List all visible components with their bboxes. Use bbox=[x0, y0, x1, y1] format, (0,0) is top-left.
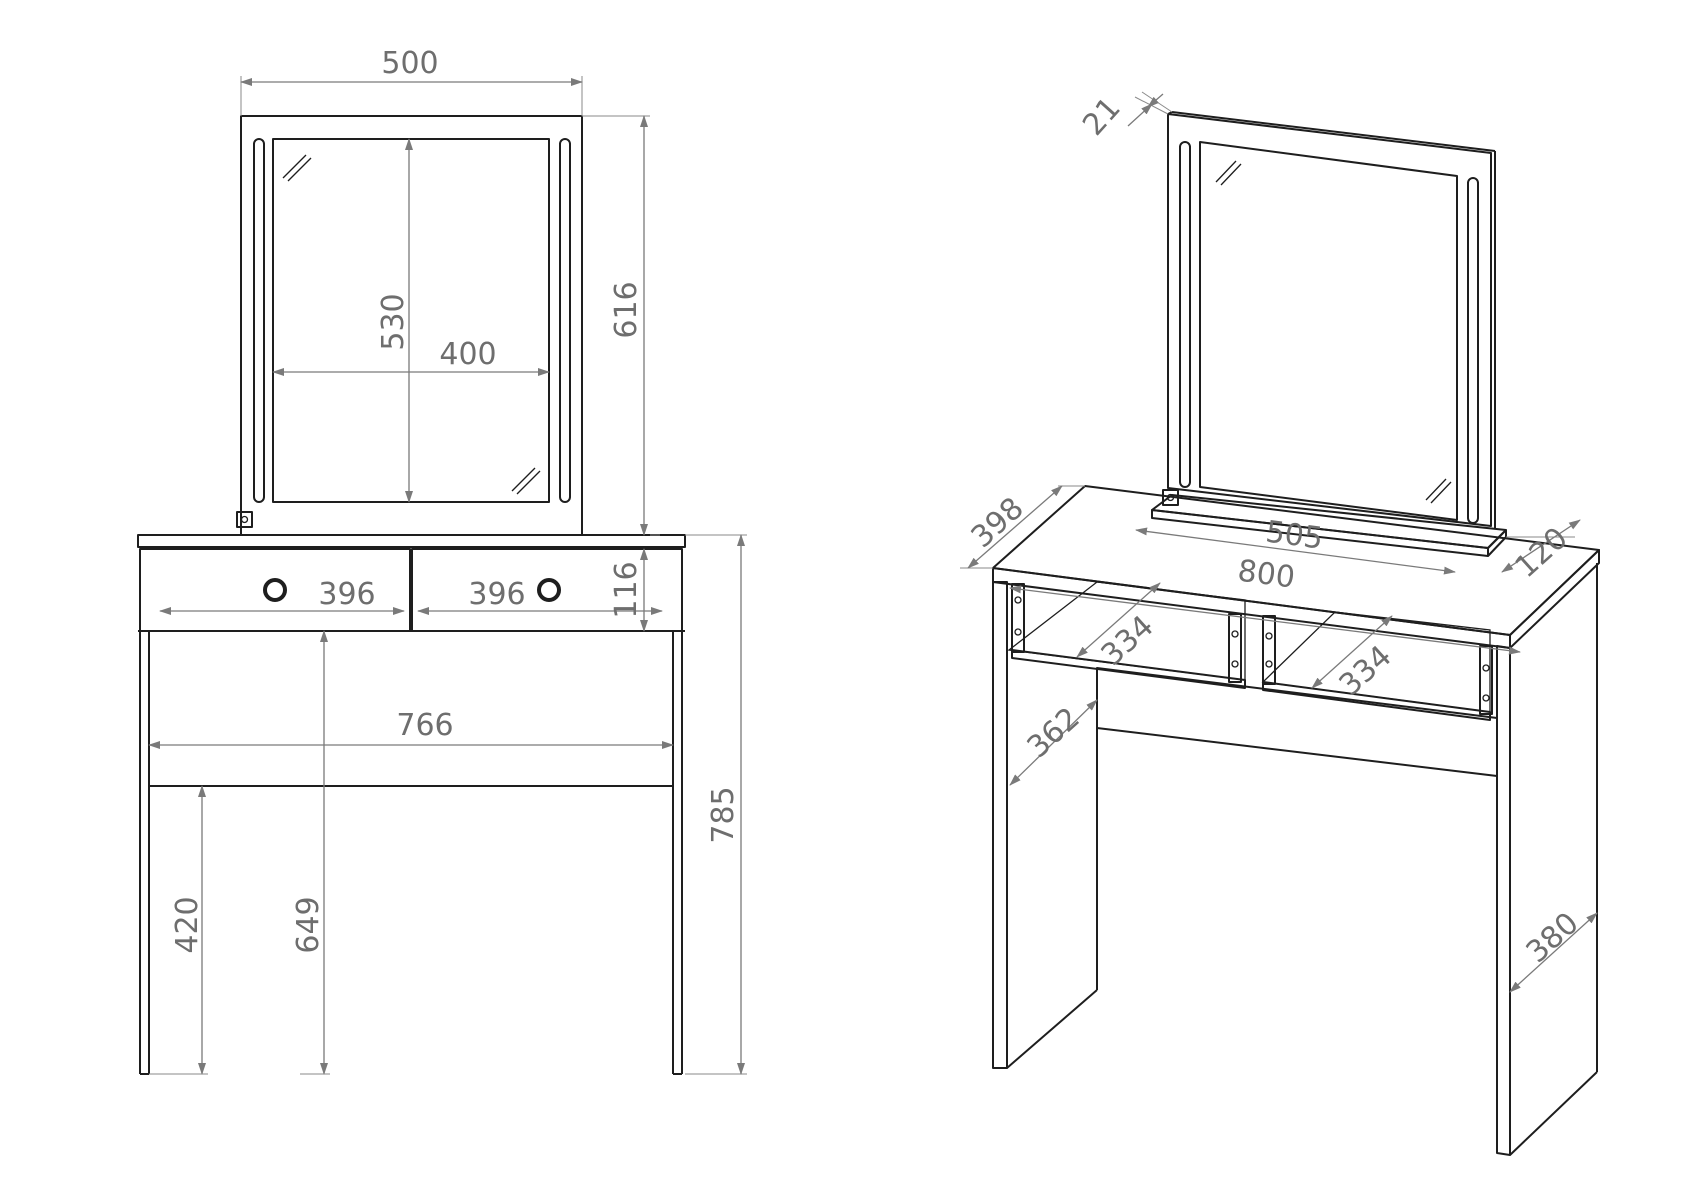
dim-side-depth-bottom: 380 bbox=[1520, 906, 1586, 970]
dim-drawer-right-width: 396 bbox=[468, 577, 525, 612]
dim-drawer-height: 116 bbox=[609, 561, 644, 618]
dim-side-depth-top: 362 bbox=[1021, 701, 1087, 765]
dim-table-depth: 398 bbox=[965, 491, 1031, 555]
dim-drawer-left-depth: 334 bbox=[1095, 609, 1161, 673]
dim-mirror-height: 616 bbox=[609, 281, 644, 338]
dim-table-width: 800 bbox=[1236, 553, 1297, 595]
dim-mirror-base-width: 505 bbox=[1264, 514, 1325, 556]
dim-drawer-left-width: 396 bbox=[318, 577, 375, 612]
iso-view: 21 398 505 120 800 334 334 362 bbox=[960, 91, 1600, 1156]
iso-mirror bbox=[1151, 111, 1507, 557]
dim-glass-height: 530 bbox=[376, 293, 411, 350]
dim-mirror-width: 500 bbox=[381, 46, 438, 81]
dim-inner-width: 766 bbox=[396, 708, 453, 743]
dim-leg-gap-height: 420 bbox=[170, 896, 205, 953]
dim-knee-height: 649 bbox=[291, 896, 326, 953]
dim-mirror-thickness: 21 bbox=[1076, 91, 1128, 143]
drawer-knob-left bbox=[263, 578, 287, 602]
dim-glass-width: 400 bbox=[439, 337, 496, 372]
front-view: 500 616 530 400 396 396 116 766 bbox=[137, 46, 747, 1075]
front-table bbox=[137, 534, 686, 1075]
iso-table bbox=[992, 485, 1600, 1156]
dim-total-height: 785 bbox=[706, 786, 741, 843]
drawer-knob-right bbox=[537, 578, 561, 602]
front-dimensions: 500 616 530 400 396 396 116 766 bbox=[148, 46, 747, 1075]
